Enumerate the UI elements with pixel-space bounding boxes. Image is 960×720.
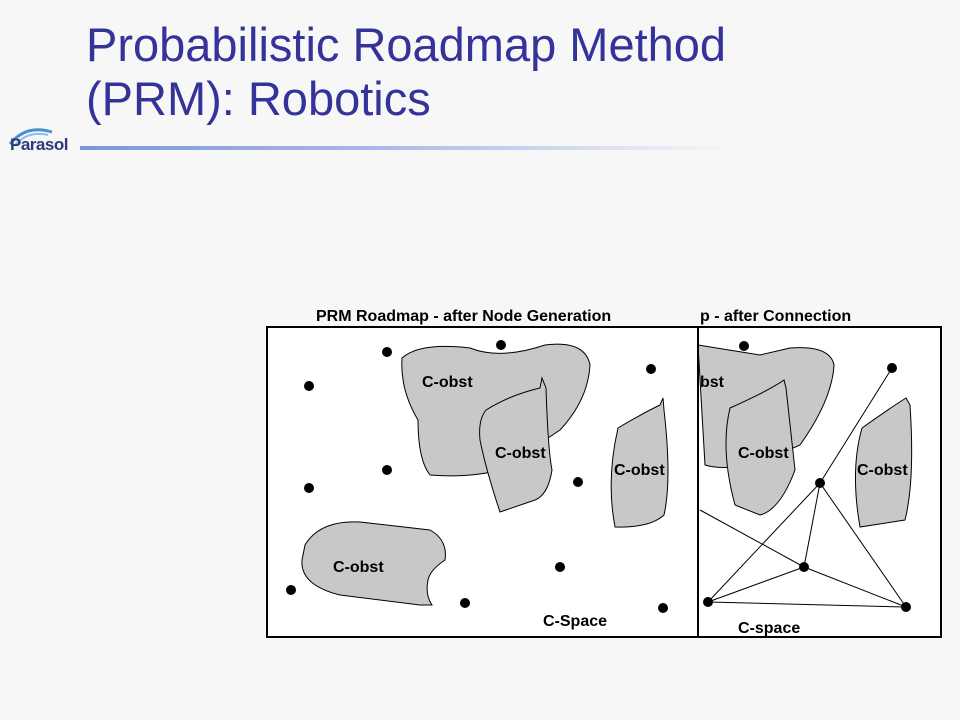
node: [901, 602, 911, 612]
obstacle-label-back-1: bst: [700, 374, 725, 391]
parasol-logo-icon: [8, 128, 53, 147]
node: [658, 603, 668, 613]
obstacle-label-front-4: C-obst: [333, 559, 384, 576]
edge: [819, 482, 907, 608]
node: [460, 598, 470, 608]
edge: [707, 601, 907, 608]
obstacle-back-3: [854, 397, 913, 528]
obstacle-label-back-2: C-obst: [738, 445, 789, 462]
edge: [819, 367, 893, 484]
edge: [699, 509, 805, 568]
roadmap-edges: [699, 367, 907, 608]
node: [887, 363, 897, 373]
edge: [803, 566, 907, 608]
node: [286, 585, 296, 595]
node: [555, 562, 565, 572]
obstacle-front-4: [301, 521, 446, 606]
obstacle-label-front-1: C-obst: [422, 374, 473, 391]
obstacle-front-2: [479, 376, 553, 513]
node: [304, 483, 314, 493]
edge: [803, 482, 821, 568]
node: [382, 465, 392, 475]
caption-after-connection: p - after Connection: [700, 308, 851, 325]
node: [815, 478, 825, 488]
node: [304, 381, 314, 391]
slide-title-line-1: Probabilistic Roadmap Method: [86, 18, 727, 71]
obstacle-label-front-2: C-obst: [495, 445, 546, 462]
obstacle-label-front-3: C-obst: [614, 462, 665, 479]
node: [573, 477, 583, 487]
panel-after-node-generation: PRM Roadmap - after Node Generation C-ob…: [266, 308, 699, 638]
space-label-back: C-space: [738, 620, 800, 637]
slide-title: Probabilistic Roadmap Method (PRM): Robo…: [86, 18, 946, 126]
obstacle-back-2: [725, 379, 796, 516]
space-label-front: C-Space: [543, 613, 607, 630]
node: [799, 562, 809, 572]
slide-title-line-2: (PRM): Robotics: [86, 72, 431, 125]
title-underline: [80, 146, 730, 150]
roadmap-nodes-front: [286, 340, 668, 613]
node: [646, 364, 656, 374]
roadmap-nodes-back: [703, 341, 911, 612]
node: [739, 341, 749, 351]
panel-after-connection: p - after Connection bst C-obst C-obst C…: [689, 308, 942, 638]
edge: [707, 482, 821, 603]
node: [496, 340, 506, 350]
obstacle-label-back-3: C-obst: [857, 462, 908, 479]
caption-after-node-generation: PRM Roadmap - after Node Generation: [316, 308, 611, 325]
node: [703, 597, 713, 607]
edge: [707, 566, 805, 603]
obstacle-front-3: [610, 397, 669, 528]
logo-text: Parasol: [10, 135, 68, 154]
node: [382, 347, 392, 357]
